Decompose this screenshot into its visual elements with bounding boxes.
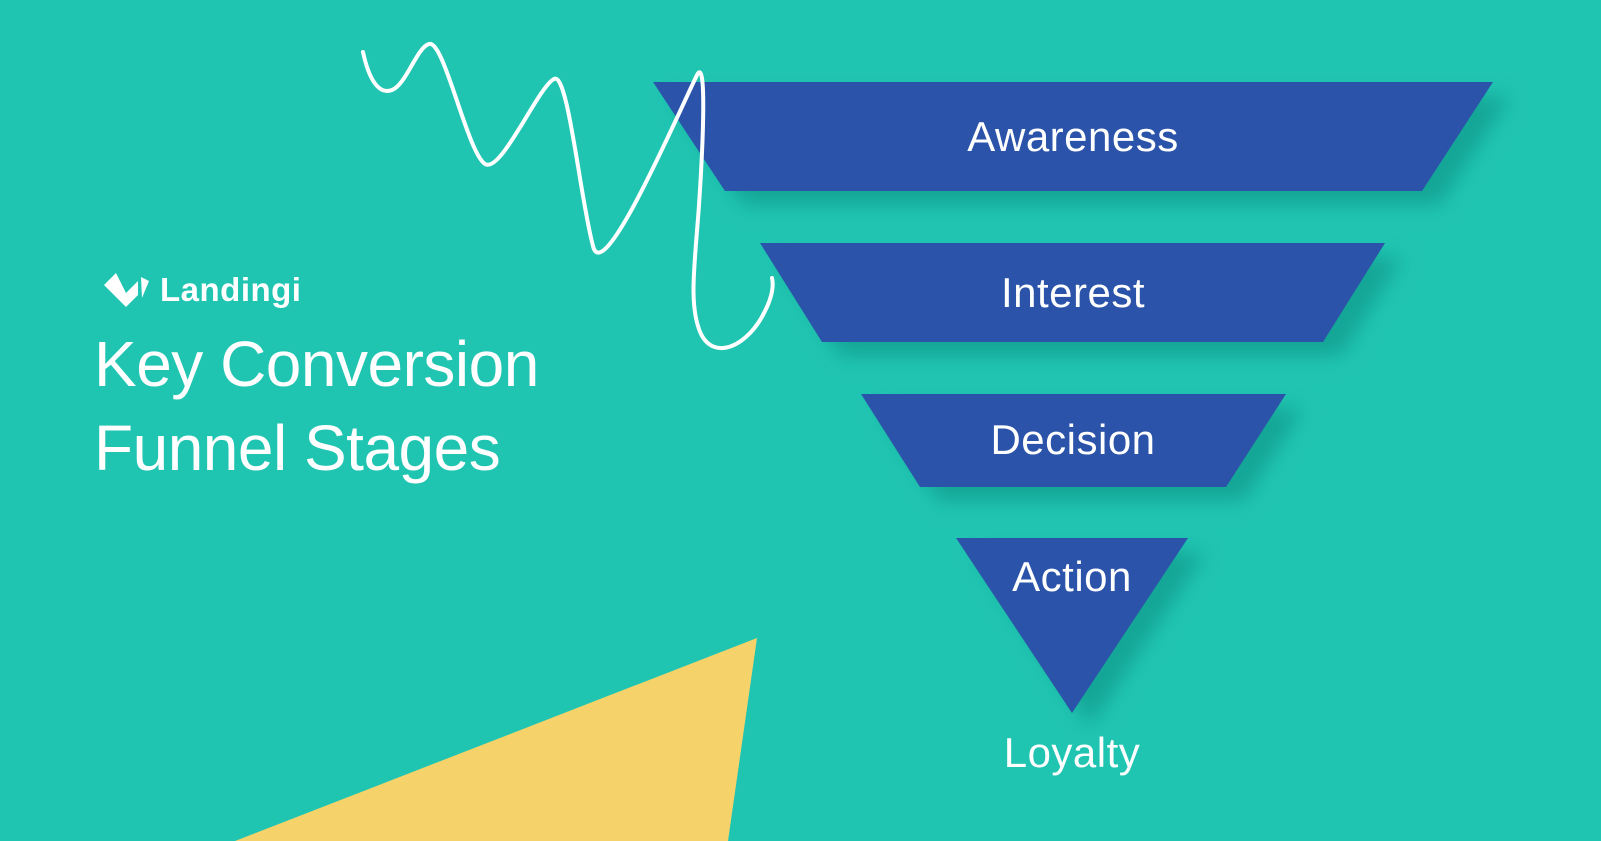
accent-triangle: [235, 638, 757, 841]
funnel-stage-label-decision: Decision: [990, 416, 1156, 463]
landingi-diamond-icon: [104, 273, 149, 307]
funnel-stage-shape-decision: [861, 394, 1286, 487]
funnel-stage-shape-awareness: [653, 82, 1493, 191]
funnel-stage-label-interest: Interest: [1000, 269, 1146, 316]
funnel-stage-label-awareness: Awareness: [967, 113, 1179, 160]
funnel-stage-shape-interest: [760, 243, 1385, 342]
funnel-stage-label-action: Action: [1012, 553, 1132, 600]
logo: Landingi: [103, 270, 301, 310]
page-title: Key Conversion Funnel Stages: [94, 328, 539, 484]
squiggle-line-icon: [361, 42, 775, 351]
logo-text: Landingi: [160, 270, 302, 308]
funnel-stage-shape-action: [956, 538, 1188, 713]
funnel-stage-label-loyalty: Loyalty: [1003, 729, 1141, 776]
